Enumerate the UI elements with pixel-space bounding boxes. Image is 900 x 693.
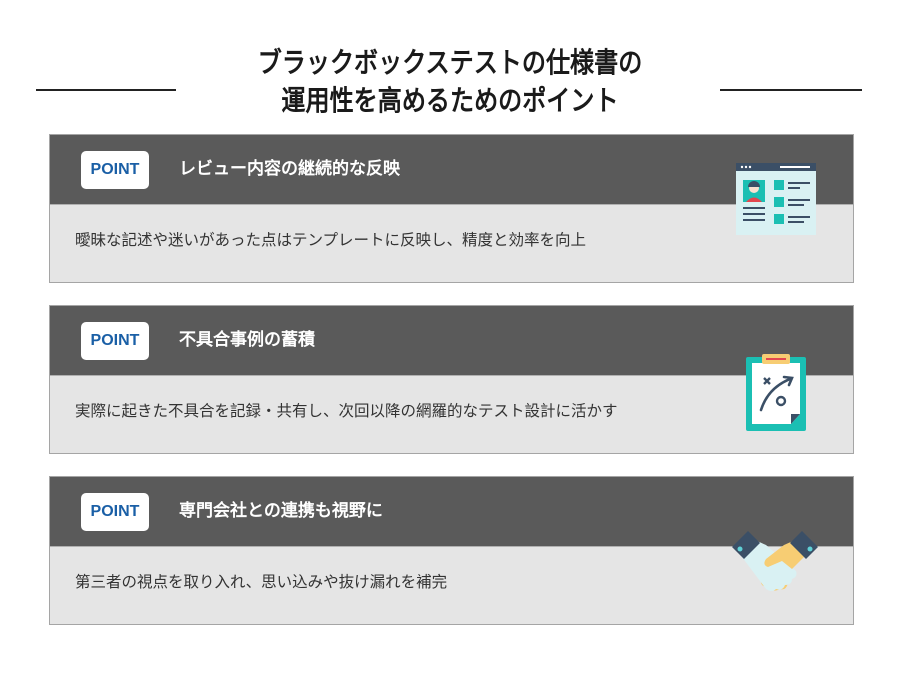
page-header: ブラックボックステストの仕様書の 運用性を高めるためのポイント [0, 42, 900, 122]
page-title-line2: 運用性を高めるためのポイント [281, 84, 619, 117]
title-divider-right [720, 89, 862, 91]
card-title: 専門会社との連携も視野に [179, 501, 383, 521]
card-title: レビュー内容の継続的な反映 [179, 159, 400, 179]
point-card-3: POINT 専門会社との連携も視野に 第三者の視点を取り入れ、思い込みや抜け漏れ… [49, 476, 854, 625]
strategy-clipboard-icon [746, 354, 806, 431]
card-header: POINT 専門会社との連携も視野に [50, 477, 853, 547]
point-badge: POINT [81, 322, 149, 360]
point-card-2: POINT 不具合事例の蓄積 実際に起きた不具合を記録・共有し、次回以降の網羅的… [49, 305, 854, 454]
title-divider-left [36, 89, 176, 91]
point-badge: POINT [81, 151, 149, 189]
profile-document-icon [736, 163, 816, 235]
card-description: 実際に起きた不具合を記録・共有し、次回以降の網羅的なテスト設計に活かす [75, 402, 618, 420]
card-description: 曖昧な記述や迷いがあった点はテンプレートに反映し、精度と効率を向上 [75, 231, 587, 249]
point-badge: POINT [81, 493, 149, 531]
card-header: POINT 不具合事例の蓄積 [50, 306, 853, 376]
card-description: 第三者の視点を取り入れ、思い込みや抜け漏れを補完 [75, 573, 448, 591]
card-title: 不具合事例の蓄積 [179, 330, 315, 350]
handshake-icon [732, 531, 818, 591]
point-card-1: POINT レビュー内容の継続的な反映 曖昧な記述や迷いがあった点はテンプレート… [49, 134, 854, 283]
card-header: POINT レビュー内容の継続的な反映 [50, 135, 853, 205]
page-title-line1: ブラックボックステストの仕様書の [257, 46, 643, 79]
